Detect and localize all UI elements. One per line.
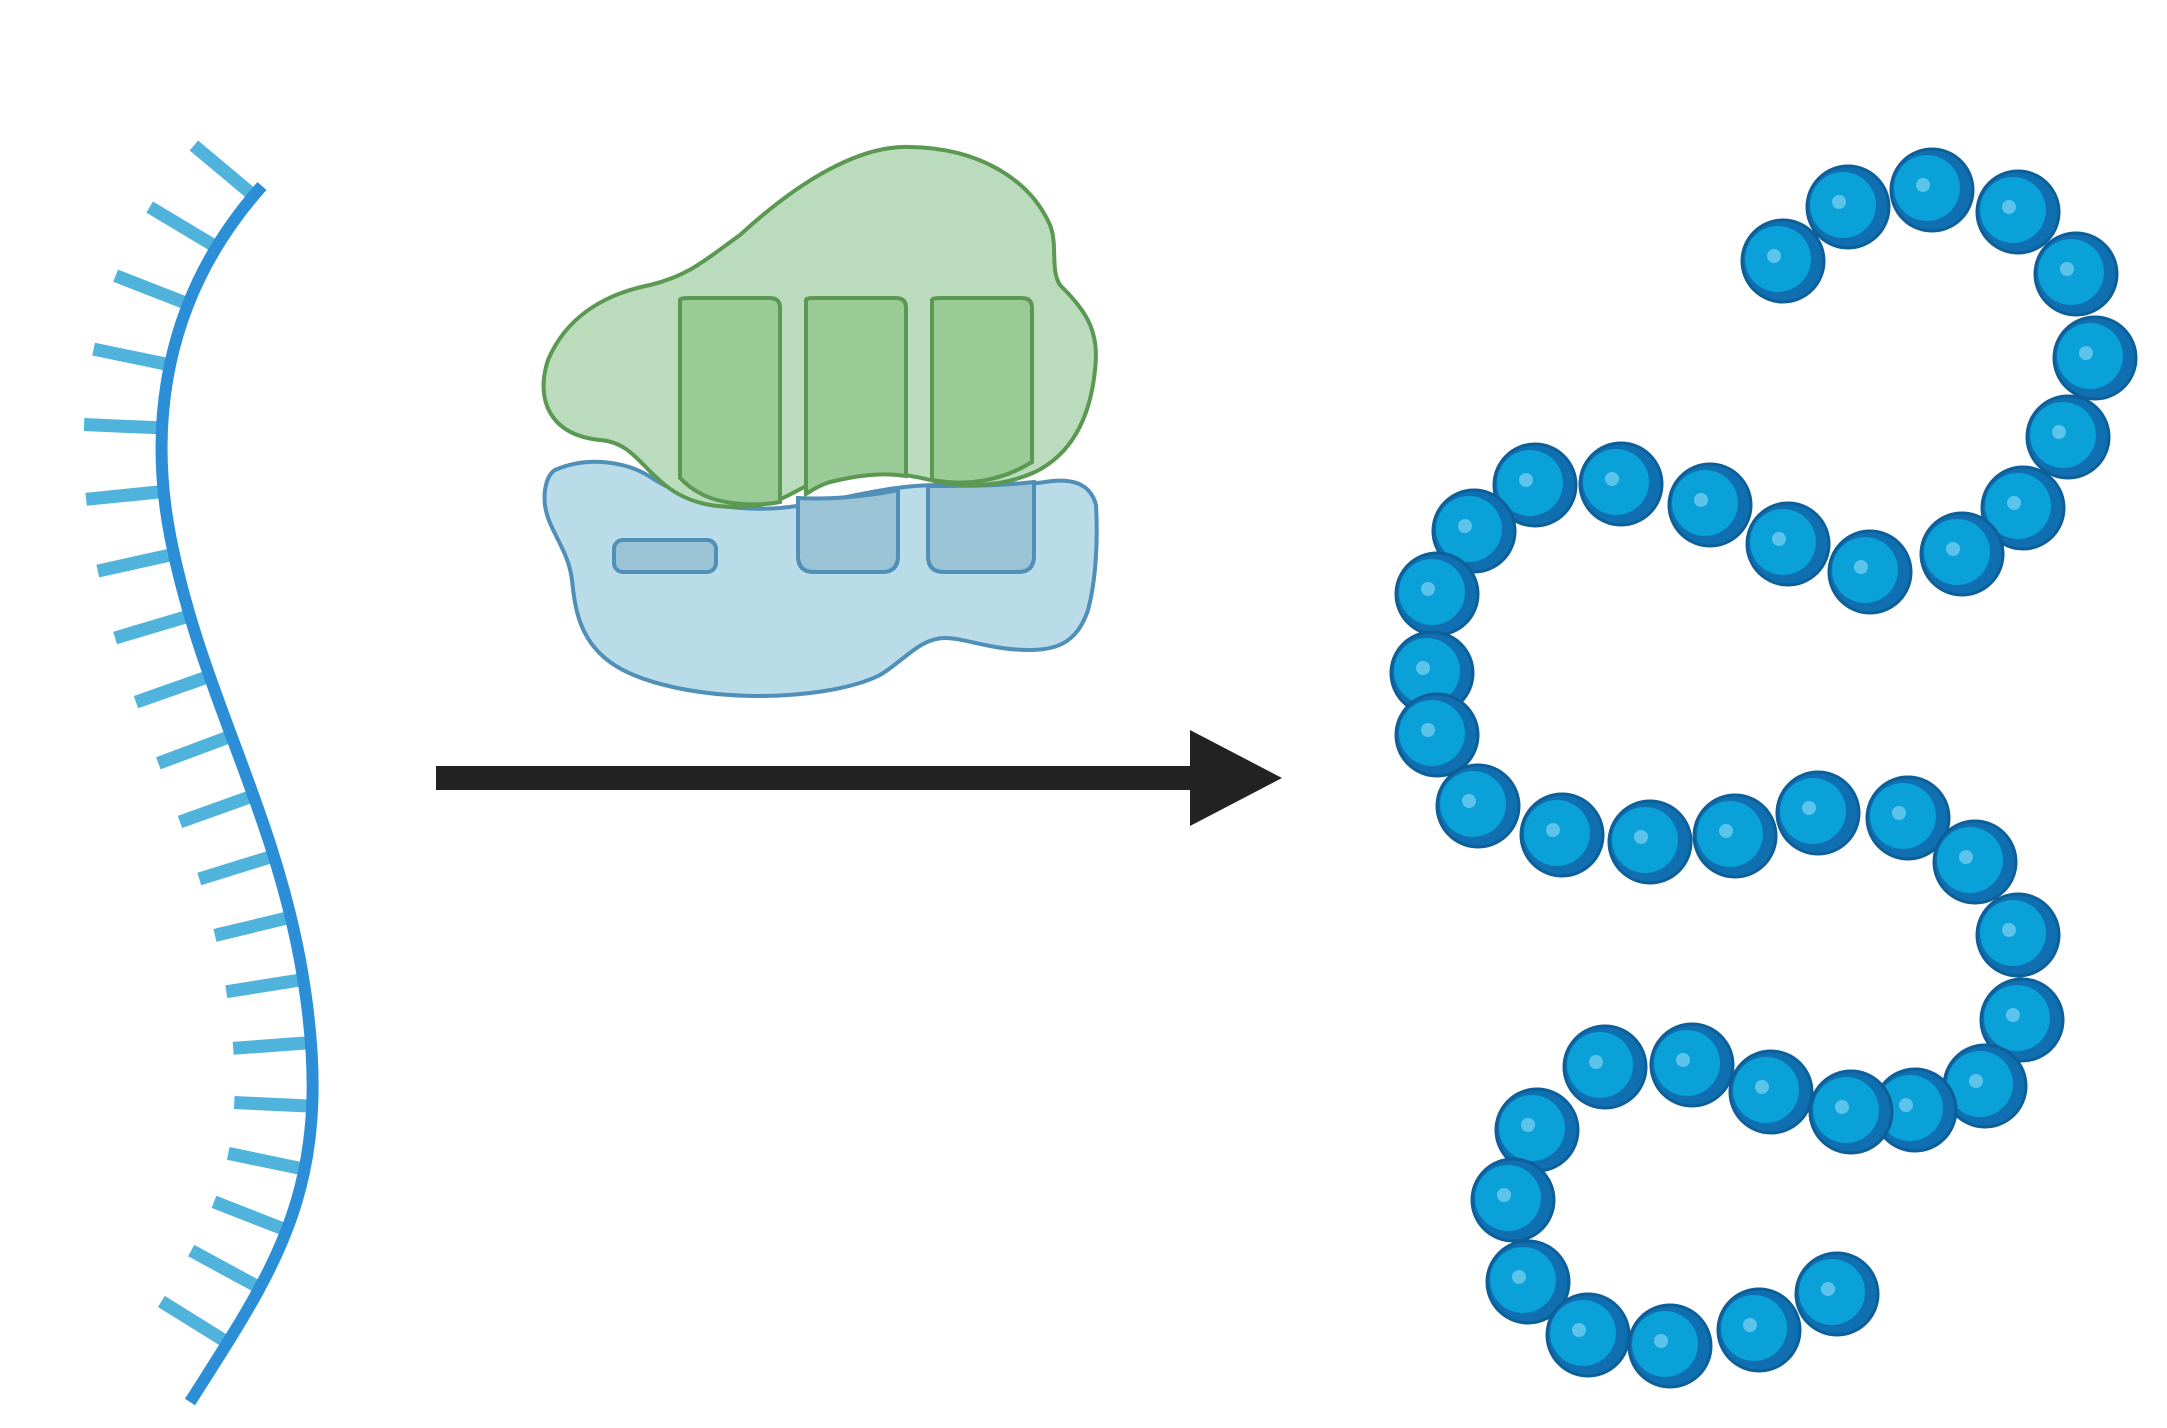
mrna-base	[113, 269, 187, 309]
amino-acid-residue	[1827, 529, 1913, 615]
amino-acid-residue	[1919, 511, 2005, 597]
amino-acid-residue	[1872, 1067, 1958, 1153]
amino-acid-residue	[1745, 501, 1831, 587]
mrna-base	[157, 1295, 228, 1347]
small-subunit-slot-right	[926, 479, 1036, 574]
mrna-bases	[83, 140, 309, 1347]
mrna-base	[133, 671, 208, 709]
large-subunit-site-1	[678, 296, 782, 507]
amino-acid-residue	[1667, 462, 1753, 548]
small-subunit-slot-middle	[796, 487, 900, 574]
amino-acid-residue	[1545, 1292, 1631, 1378]
ribosome-large-subunit	[541, 144, 1098, 509]
ribosome-icon	[541, 144, 1099, 699]
mrna-base	[96, 548, 172, 578]
amino-acid-residue	[1578, 441, 1664, 527]
mrna-base	[146, 201, 217, 251]
amino-acid-residue	[1519, 792, 1605, 878]
mrna-strand-icon	[83, 140, 319, 1406]
amino-acid-residue	[1431, 488, 1517, 574]
mrna-base	[85, 485, 161, 506]
amino-acid-residue	[1394, 692, 1480, 778]
mrna-backbone	[155, 182, 319, 1406]
amino-acid-residue	[1485, 1239, 1571, 1325]
amino-acid-residue	[1889, 147, 1975, 233]
amino-acid-residue	[1794, 1251, 1880, 1337]
amino-acid-residue	[1394, 551, 1480, 637]
amino-acid-residue	[2025, 394, 2111, 480]
mrna-base	[92, 342, 168, 371]
mrna-base	[213, 911, 289, 942]
mrna-base	[233, 1096, 309, 1113]
mrna-base	[211, 1195, 286, 1235]
amino-acid-residue	[1728, 1049, 1814, 1135]
arrow-shaft	[436, 766, 1206, 790]
amino-acid-residue	[1808, 1069, 1894, 1155]
large-subunit-site-3	[930, 296, 1034, 485]
amino-acid-residue	[1740, 218, 1826, 304]
amino-acid-residue	[1649, 1022, 1735, 1108]
amino-acid-residue	[1492, 442, 1578, 528]
amino-acid-residue	[1562, 1024, 1648, 1110]
amino-acid-residue	[1805, 164, 1891, 250]
amino-acid-residue	[1932, 819, 2018, 905]
small-subunit-slot-left	[612, 538, 718, 574]
amino-acid-residue	[1494, 1087, 1580, 1173]
mrna-base	[197, 850, 272, 886]
mrna-base	[156, 731, 230, 770]
amino-acid-residue	[1716, 1287, 1802, 1373]
amino-acid-residue	[1470, 1157, 1556, 1243]
arrow-head	[1190, 730, 1282, 826]
amino-acid-residue	[1979, 977, 2065, 1063]
mrna-base	[226, 1147, 302, 1175]
amino-acid-residue	[1942, 1043, 2028, 1129]
amino-acid-residue	[1865, 775, 1951, 861]
mrna-base	[188, 1244, 260, 1292]
amino-acid-residue	[1980, 465, 2066, 551]
amino-acid-residue	[1775, 770, 1861, 856]
amino-acid-residue	[1975, 169, 2061, 255]
mrna-base	[83, 418, 159, 435]
amino-acid-residue	[1435, 763, 1521, 849]
mrna-base	[232, 1036, 308, 1055]
large-subunit-site-2	[804, 296, 908, 498]
right-arrow-icon	[436, 730, 1282, 826]
ribosome-small-subunit	[542, 459, 1099, 699]
amino-acid-residue	[2033, 231, 2119, 317]
amino-acid-residue	[1692, 793, 1778, 879]
mrna-base	[113, 610, 188, 645]
mrna-base	[225, 973, 301, 999]
amino-acid-residue	[1975, 892, 2061, 978]
amino-acid-residue	[1607, 799, 1693, 885]
amino-acid-residue	[2052, 315, 2138, 401]
mrna-base	[177, 790, 252, 829]
amino-acid-residue	[1627, 1303, 1713, 1389]
polypeptide-chain-icon	[1389, 147, 2138, 1389]
mrna-base	[189, 140, 255, 199]
